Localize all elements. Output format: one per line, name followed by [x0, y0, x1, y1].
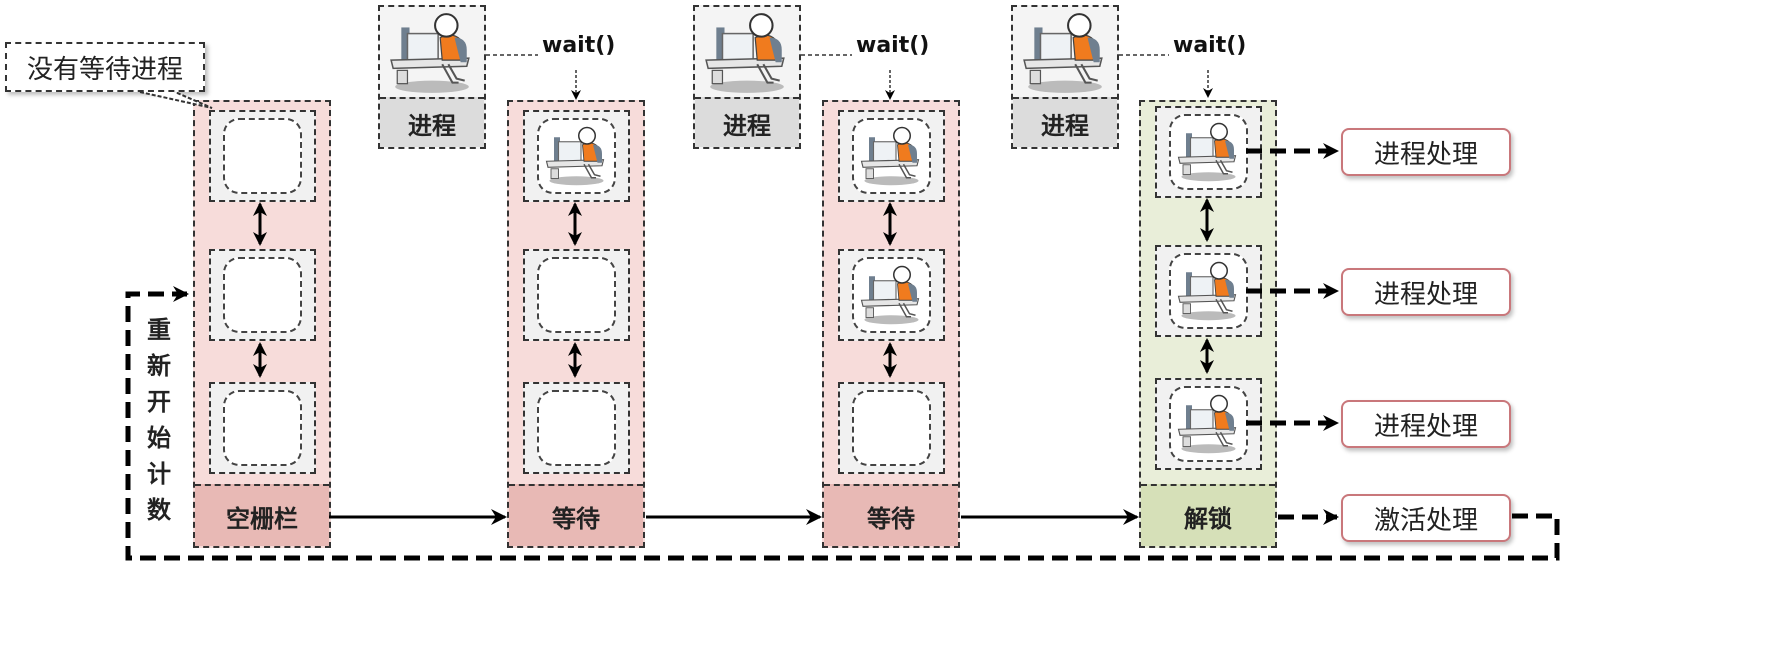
- restart-char: 始: [147, 424, 171, 452]
- barrier-slot: [523, 249, 630, 341]
- process-label: 进程: [380, 97, 484, 147]
- callout-text: 没有等待进程: [26, 54, 183, 85]
- barrier-slot: [209, 382, 316, 474]
- result-process-handle: 进程处理: [1341, 400, 1511, 448]
- process-box: 进程: [693, 5, 801, 149]
- restart-char: 新: [147, 352, 171, 380]
- process-label: 进程: [1013, 97, 1117, 147]
- worker-at-desk-icon: [380, 7, 484, 99]
- slot-empty: [537, 257, 616, 333]
- slot-empty: [223, 390, 302, 466]
- result-process-handle: 进程处理: [1341, 128, 1511, 176]
- column-state-label: 等待: [824, 484, 958, 546]
- restart-count-label: 重 新 开 始 计 数: [144, 312, 174, 528]
- barrier-column-unlocked: 解锁: [1139, 100, 1277, 548]
- result-activate-handle: 激活处理: [1341, 494, 1511, 542]
- result-label: 进程处理: [1373, 279, 1478, 310]
- barrier-slot: [523, 382, 630, 474]
- worker-at-desk-icon: [695, 7, 799, 99]
- worker-at-desk-icon: [1169, 253, 1248, 329]
- worker-at-desk-icon: [537, 118, 616, 194]
- restart-char: 数: [147, 496, 171, 524]
- column-state-label: 解锁: [1141, 484, 1275, 546]
- result-label: 进程处理: [1373, 139, 1478, 170]
- barrier-slot: [209, 249, 316, 341]
- wait-call-label: wait(): [542, 33, 616, 58]
- restart-char: 开: [147, 388, 171, 416]
- wait-call-label: wait(): [1173, 33, 1247, 58]
- process-box: 进程: [378, 5, 486, 149]
- barrier-slot: [523, 110, 630, 202]
- slot-empty: [223, 118, 302, 194]
- process-box: 进程: [1011, 5, 1119, 149]
- result-label: 进程处理: [1373, 411, 1478, 442]
- slot-double-arrows: [253, 198, 1214, 378]
- callout-no-waiting-process: 没有等待进程: [5, 42, 205, 92]
- result-label: 激活处理: [1373, 505, 1478, 536]
- barrier-slot: [1155, 106, 1262, 198]
- slot-empty: [223, 257, 302, 333]
- process-label: 进程: [695, 97, 799, 147]
- result-process-handle: 进程处理: [1341, 268, 1511, 316]
- barrier-column-waiting: 等待: [822, 100, 960, 548]
- barrier-slot: [1155, 245, 1262, 337]
- worker-at-desk-icon: [1169, 386, 1248, 462]
- worker-at-desk-icon: [852, 118, 931, 194]
- worker-at-desk-icon: [1013, 7, 1117, 99]
- barrier-slot: [1155, 378, 1262, 470]
- column-state-label: 空栅栏: [195, 484, 329, 546]
- restart-char: 重: [147, 316, 171, 344]
- barrier-slot: [838, 110, 945, 202]
- barrier-column-waiting: 等待: [507, 100, 645, 548]
- worker-at-desk-icon: [852, 257, 931, 333]
- slot-empty: [537, 390, 616, 466]
- wait-call-label: wait(): [856, 33, 930, 58]
- barrier-slot: [838, 382, 945, 474]
- barrier-slot: [209, 110, 316, 202]
- slot-empty: [852, 390, 931, 466]
- column-state-label: 等待: [509, 484, 643, 546]
- barrier-column-empty: 空栅栏: [193, 100, 331, 548]
- barrier-slot: [838, 249, 945, 341]
- restart-char: 计: [147, 460, 171, 488]
- worker-at-desk-icon: [1169, 114, 1248, 190]
